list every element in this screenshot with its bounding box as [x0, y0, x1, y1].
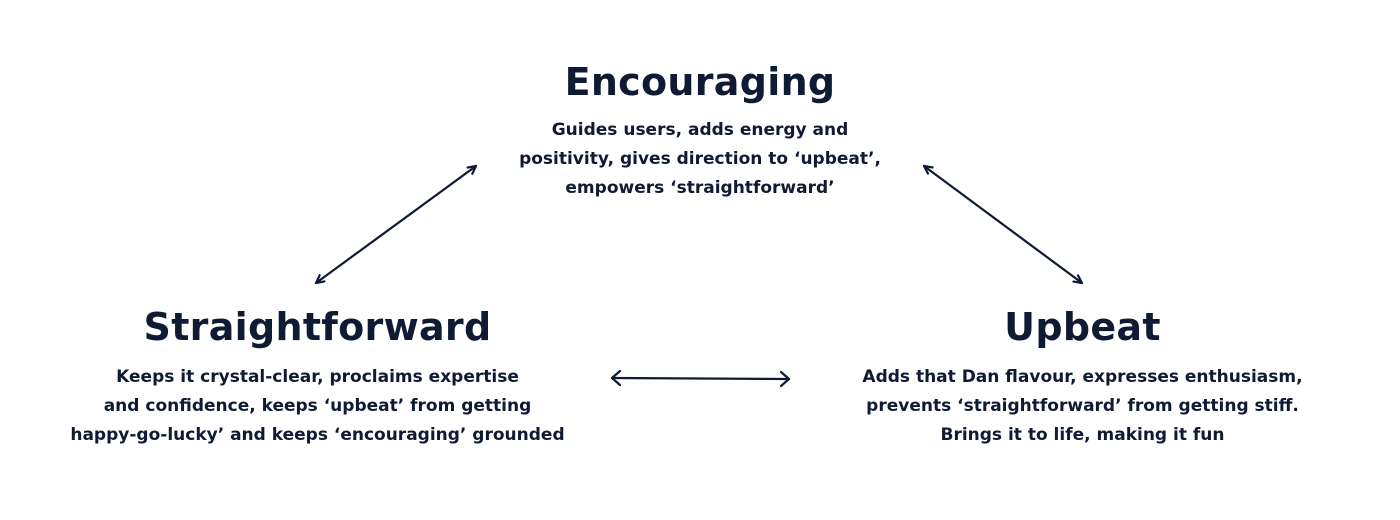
arrow-straightforward-upbeat-icon	[610, 369, 791, 388]
node-title-encouraging: Encouraging	[564, 60, 836, 104]
description-line: Keeps it crystal-clear, proclaims expert…	[116, 366, 519, 387]
node-straightforward: Straightforward Keeps it crystal-clear, …	[60, 305, 575, 450]
description-line: Adds that Dan flavour, expresses enthusi…	[862, 366, 1303, 387]
description-line: Brings it to life, making it fun	[940, 424, 1225, 445]
node-upbeat: Upbeat Adds that Dan flavour, expresses …	[845, 305, 1320, 450]
description-line: empowers ‘straightforward’	[565, 177, 835, 198]
arrow-encouraging-straightforward-icon	[314, 164, 478, 285]
node-title-straightforward: Straightforward	[143, 305, 492, 349]
description-line: prevents ‘straightforward’ from getting …	[866, 395, 1299, 416]
description-line: and confidence, keeps ‘upbeat’ from gett…	[103, 395, 532, 416]
description-line: Guides users, adds energy and	[551, 119, 849, 140]
node-description-upbeat: Adds that Dan flavour, expresses enthusi…	[845, 363, 1320, 450]
arrow-encouraging-upbeat-icon	[922, 164, 1084, 285]
node-description-encouraging: Guides users, adds energy and positivity…	[450, 116, 950, 203]
node-encouraging: Encouraging Guides users, adds energy an…	[450, 60, 950, 203]
description-line: happy-go-lucky’ and keeps ‘encouraging’ …	[70, 424, 565, 445]
description-line: positivity, gives direction to ‘upbeat’,	[519, 148, 881, 169]
node-title-upbeat: Upbeat	[1004, 305, 1161, 349]
node-description-straightforward: Keeps it crystal-clear, proclaims expert…	[60, 363, 575, 450]
